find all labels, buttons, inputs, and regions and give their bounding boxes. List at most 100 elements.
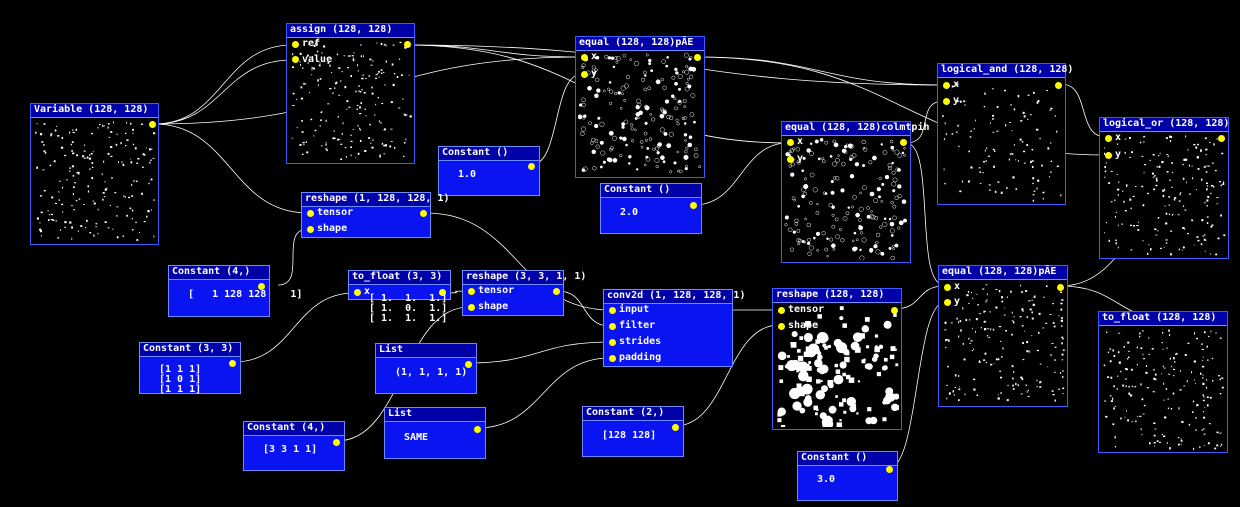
connection-wire	[467, 341, 611, 364]
assign-node[interactable]: assign (128, 128) ref value	[286, 23, 415, 164]
constant-1-value: 1.0	[458, 169, 477, 180]
equal-3-output-port[interactable]	[1057, 284, 1064, 291]
equal-node-2[interactable]: equal (128, 128)colmtpih x y	[781, 121, 930, 263]
equal-1-y-label: y	[591, 68, 598, 79]
conv2d-padding-port[interactable]	[609, 355, 616, 362]
assign-ref-port[interactable]	[292, 41, 299, 48]
to-float-output-node[interactable]: to_float (128, 128)	[1098, 311, 1228, 453]
reshape-1-shape-label: shape	[317, 223, 348, 234]
constant-3-output-port[interactable]	[886, 466, 893, 473]
list-padding-output-port[interactable]	[474, 426, 481, 433]
list-strides-value: (1, 1, 1, 1)	[395, 367, 468, 378]
reshape-2-node[interactable]: reshape (3, 3, 1, 1) tensor shape	[462, 270, 586, 316]
list-strides-output-port[interactable]	[465, 361, 472, 368]
reshape-3-shape-port[interactable]	[778, 323, 785, 330]
constant-kernel-shape-output-port[interactable]	[333, 439, 340, 446]
reshape-1-tensor-port[interactable]	[307, 210, 314, 217]
conv2d-filter-label: filter	[619, 320, 656, 331]
connection-wire	[233, 292, 355, 363]
reshape-3-node[interactable]: reshape (128, 128) tensor shape	[772, 288, 902, 430]
constant-kernel-shape-node[interactable]: Constant (4,) [3 3 1 1]	[243, 421, 345, 471]
constant-shape-2-output-port[interactable]	[672, 424, 679, 431]
equal-1-output-port[interactable]	[694, 54, 701, 61]
conv2d-filter-port[interactable]	[609, 323, 616, 330]
reshape-3-output-port[interactable]	[891, 307, 898, 314]
logical-and-x-label: x	[953, 79, 960, 90]
logical-or-x-label: x	[1115, 132, 1122, 143]
to-float-kernel-output-port[interactable]	[439, 289, 446, 296]
constant-kernel-output-port[interactable]	[229, 360, 236, 367]
assign-output-port[interactable]	[404, 41, 411, 48]
constant-2-node[interactable]: Constant () 2.0	[600, 183, 702, 234]
to-float-kernel-node[interactable]: to_float (3, 3) x	[348, 270, 451, 300]
logical-and-output-port[interactable]	[1055, 82, 1062, 89]
conv2d-strides-port[interactable]	[609, 339, 616, 346]
constant-shape-4-node[interactable]: Constant (4,) [ 1 128 128 1]	[168, 265, 302, 317]
constant-2-output-port[interactable]	[690, 202, 697, 209]
reshape-1-tensor-label: tensor	[317, 207, 354, 218]
equal-3-preview-image	[941, 281, 1065, 404]
reshape-1-output-port[interactable]	[420, 210, 427, 217]
logical-and-y-label: y	[953, 95, 960, 106]
list-strides-node[interactable]: List (1, 1, 1, 1)	[375, 343, 477, 394]
equal-3-y-port[interactable]	[944, 299, 951, 306]
conv2d-node[interactable]: conv2d (1, 128, 128, 1) input filter str…	[603, 289, 745, 367]
reshape-2-tensor-port[interactable]	[468, 288, 475, 295]
equal-1-x-label: x	[591, 51, 598, 62]
logical-or-x-port[interactable]	[1105, 135, 1112, 142]
constant-3-title: Constant ()	[798, 452, 897, 466]
assign-value-port[interactable]	[292, 56, 299, 63]
variable-node[interactable]: Variable (128, 128)	[30, 103, 159, 245]
constant-shape-2-node[interactable]: Constant (2,) [128 128]	[582, 406, 684, 457]
logical-or-y-port[interactable]	[1105, 152, 1112, 159]
connection-wire	[693, 142, 789, 206]
reshape-1-node[interactable]: reshape (1, 128, 128, 1) tensor shape	[301, 192, 450, 238]
assign-preview-image	[289, 39, 412, 161]
conv2d-input-label: input	[619, 304, 650, 315]
logical-and-node-title: logical_and (128, 128)	[938, 64, 1073, 78]
equal-1-x-port[interactable]	[581, 54, 588, 61]
reshape-1-shape-port[interactable]	[307, 226, 314, 233]
equal-node-3-title: equal (128, 128)pÂE	[939, 266, 1067, 280]
equal-1-preview-image	[578, 52, 702, 175]
logical-and-node[interactable]: logical_and (128, 128) x y	[937, 63, 1073, 205]
reshape-2-shape-port[interactable]	[468, 304, 475, 311]
connection-wire	[153, 44, 293, 125]
reshape-2-tensor-label: tensor	[478, 285, 515, 296]
variable-output-port[interactable]	[149, 121, 156, 128]
logical-and-y-port[interactable]	[943, 98, 950, 105]
reshape-2-output-port[interactable]	[553, 288, 560, 295]
reshape-3-title: reshape (128, 128)	[773, 289, 901, 303]
equal-node-3[interactable]: equal (128, 128)pÂE x y	[938, 265, 1068, 407]
equal-3-x-port[interactable]	[944, 284, 951, 291]
logical-or-output-port[interactable]	[1218, 135, 1225, 142]
constant-1-node[interactable]: Constant () 1.0	[438, 146, 540, 196]
constant-2-value: 2.0	[620, 207, 639, 218]
constant-shape-4-output-port[interactable]	[258, 283, 265, 290]
constant-1-output-port[interactable]	[528, 163, 535, 170]
equal-2-output-port[interactable]	[900, 139, 907, 146]
equal-3-y-label: y	[954, 296, 961, 307]
equal-3-x-label: x	[954, 281, 961, 292]
conv2d-input-port[interactable]	[609, 307, 616, 314]
logical-or-node[interactable]: logical_or (128, 128) x y	[1099, 117, 1229, 259]
connection-wire	[674, 324, 780, 427]
constant-kernel-title: Constant (3, 3)	[140, 343, 240, 357]
constant-3-value: 3.0	[817, 474, 836, 485]
to-float-kernel-title: to_float (3, 3)	[349, 271, 450, 285]
equal-1-y-port[interactable]	[581, 71, 588, 78]
equal-node-1[interactable]: equal (128, 128)pÂE x y	[575, 36, 705, 178]
equal-2-y-port[interactable]	[787, 156, 794, 163]
connection-wire	[696, 56, 945, 86]
connection-wire	[425, 212, 611, 311]
reshape-3-tensor-port[interactable]	[778, 307, 785, 314]
logical-or-preview-image	[1102, 133, 1226, 256]
assign-node-title: assign (128, 128)	[287, 24, 414, 38]
constant-3-node[interactable]: Constant () 3.0	[797, 451, 898, 501]
variable-node-title: Variable (128, 128)	[31, 104, 158, 118]
logical-and-x-port[interactable]	[943, 82, 950, 89]
to-float-kernel-x-port[interactable]	[354, 289, 361, 296]
equal-2-x-port[interactable]	[787, 139, 794, 146]
list-padding-node[interactable]: List SAME	[384, 407, 486, 459]
constant-kernel-node[interactable]: Constant (3, 3) [1 1 1] [1 0 1] [1 1 1]	[139, 342, 241, 395]
